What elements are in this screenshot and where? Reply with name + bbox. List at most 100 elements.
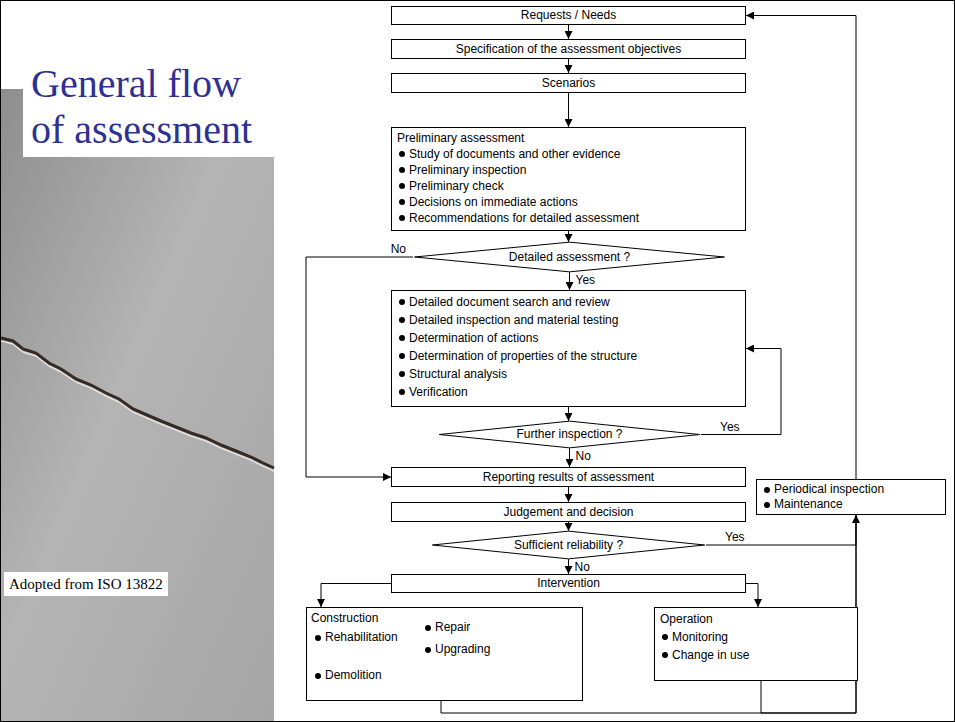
process-box: Judgement and decision — [391, 502, 746, 522]
diamond-shape — [432, 531, 704, 559]
process-box: Preliminary assessmentStudy of documents… — [391, 127, 746, 231]
bullet-text: Preliminary check — [409, 179, 504, 194]
bullet-item: Repair — [423, 620, 470, 635]
bullet-dot — [399, 299, 405, 305]
bullet-text: Study of documents and other evidence — [409, 147, 620, 162]
process-box: Requests / Needs — [391, 6, 746, 25]
bullet-item: Preliminary inspection — [397, 162, 740, 178]
branch-label: No — [575, 450, 592, 463]
decision-diamond: Detailed assessment ? — [413, 242, 726, 272]
bullet-item: Monitoring — [660, 628, 852, 646]
heading-item: Operation — [660, 610, 852, 628]
bullet-text: Repair — [435, 620, 470, 635]
process-box: Scenarios — [391, 73, 746, 93]
photo-ground — [1, 89, 274, 722]
bullet-item: Recommendations for detailed assessment — [397, 210, 740, 226]
bullet-dot — [315, 673, 321, 679]
bullet-text: Rehabilitation — [325, 630, 398, 645]
box-heading: Construction — [311, 611, 378, 626]
bullet-dot — [764, 502, 770, 508]
flow-connector — [568, 59, 569, 73]
bullet-dot — [399, 353, 405, 359]
node-text: Further inspection ? — [516, 427, 622, 442]
bullet-item: Rehabilitation — [313, 630, 398, 645]
bullet-dot — [315, 635, 321, 641]
bullet-dot — [399, 317, 405, 323]
bullet-item: Determination of properties of the struc… — [397, 347, 740, 365]
bullet-text: Maintenance — [774, 497, 843, 512]
diamond-shape — [439, 421, 699, 448]
flow-connector — [569, 272, 570, 290]
bullet-text: Periodical inspection — [774, 482, 884, 497]
decision-diamond: Sufficient reliability ? — [431, 531, 706, 559]
bullet-item: Verification — [397, 383, 740, 401]
branch-label: Yes — [719, 421, 741, 434]
bullet-text: Decisions on immediate actions — [409, 195, 578, 210]
process-box: Reporting results of assessment — [391, 467, 746, 487]
box-heading: Preliminary assessment — [397, 131, 524, 146]
flow-connector — [568, 93, 569, 127]
node-text: Intervention — [537, 576, 600, 591]
bullet-item: Detailed inspection and material testing — [397, 311, 740, 329]
bullet-dot — [399, 199, 405, 205]
flow-connector — [568, 25, 569, 39]
branch-label: Yes — [575, 274, 597, 287]
process-box: ConstructionRehabilitation RepairUpgradin… — [306, 607, 583, 701]
bullet-text: Determination of properties of the struc… — [409, 349, 637, 364]
process-box: Periodical inspectionMaintenance — [756, 479, 946, 515]
process-box: Detailed document search and reviewDetai… — [391, 290, 746, 407]
bullet-text: Preliminary inspection — [409, 163, 526, 178]
heading-item: Preliminary assessment — [397, 130, 740, 146]
branch-label: Yes — [724, 531, 746, 544]
flow-connector — [568, 559, 569, 574]
bullet-dot — [399, 389, 405, 395]
bullet-item: Decisions on immediate actions — [397, 194, 740, 210]
node-text: Requests / Needs — [521, 8, 616, 23]
flow-connector — [321, 584, 391, 608]
node-text: Specification of the assessment objectiv… — [456, 42, 681, 57]
flow-connector — [568, 407, 569, 421]
bullet-dot — [399, 183, 405, 189]
node-text: Judgement and decision — [503, 505, 633, 520]
bullet-text: Verification — [409, 385, 468, 400]
bullet-item: Maintenance — [762, 497, 940, 512]
bullet-item: Demolition — [313, 668, 382, 683]
process-box: Specification of the assessment objectiv… — [391, 39, 746, 59]
bullet-dot — [764, 487, 770, 493]
bullet-text: Demolition — [325, 668, 382, 683]
bullet-item: Upgrading — [423, 642, 490, 657]
crack-highlight — [1, 341, 274, 471]
flow-connector — [746, 16, 856, 480]
flow-connector — [746, 584, 758, 608]
bullet-text: Monitoring — [672, 630, 728, 645]
flow-connector — [568, 487, 569, 502]
node-text: Detailed assessment ? — [509, 250, 630, 265]
bullet-text: Detailed document search and review — [409, 295, 610, 310]
source-note: Adopted from ISO 13822 — [4, 572, 168, 596]
slide-title: General flow of assessment — [23, 57, 275, 157]
bullet-item: Periodical inspection — [762, 482, 940, 497]
branch-label: No — [390, 243, 407, 256]
node-text: Scenarios — [542, 76, 595, 91]
bullet-dot — [399, 167, 405, 173]
bullet-item: Change in use — [660, 646, 852, 664]
decision-diamond: Further inspection ? — [438, 421, 701, 448]
box-heading: Operation — [660, 612, 713, 627]
bullet-dot — [399, 215, 405, 221]
flow-connector — [568, 231, 569, 242]
bullet-dot — [399, 371, 405, 377]
node-text: Reporting results of assessment — [483, 470, 654, 485]
bullet-item: Study of documents and other evidence — [397, 146, 740, 162]
bullet-dot — [425, 647, 431, 653]
flow-connector — [569, 448, 570, 467]
bullet-dot — [399, 335, 405, 341]
bullet-text: Upgrading — [435, 642, 490, 657]
process-box: OperationMonitoringChange in use — [654, 607, 858, 681]
bullet-dot — [399, 151, 405, 157]
bullet-text: Change in use — [672, 648, 749, 663]
crack-line — [1, 338, 274, 468]
flow-connector — [568, 522, 569, 531]
bullet-item: Determination of actions — [397, 329, 740, 347]
